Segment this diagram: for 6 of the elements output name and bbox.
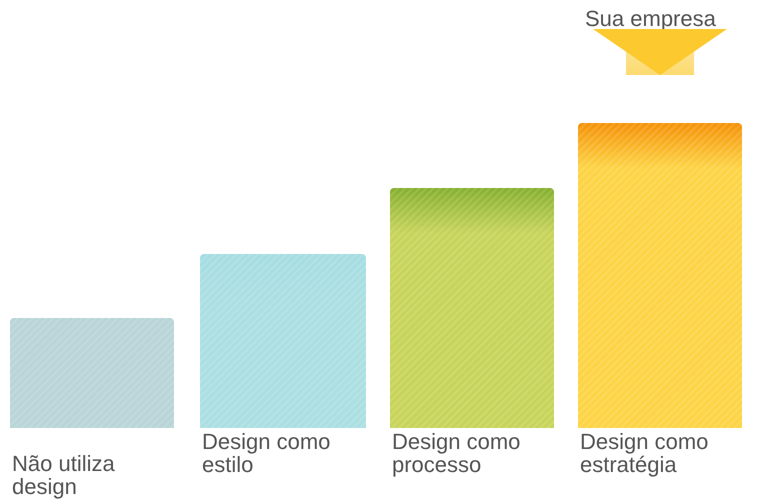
arrow (593, 29, 727, 75)
callout-text: Sua empresa (585, 6, 716, 31)
bar-label: Design como estratégia (580, 430, 710, 476)
bar-label: Design como processo (392, 430, 522, 476)
bar-label: Não utiliza design (12, 452, 116, 498)
bar-label: Design como estilo (202, 430, 332, 476)
